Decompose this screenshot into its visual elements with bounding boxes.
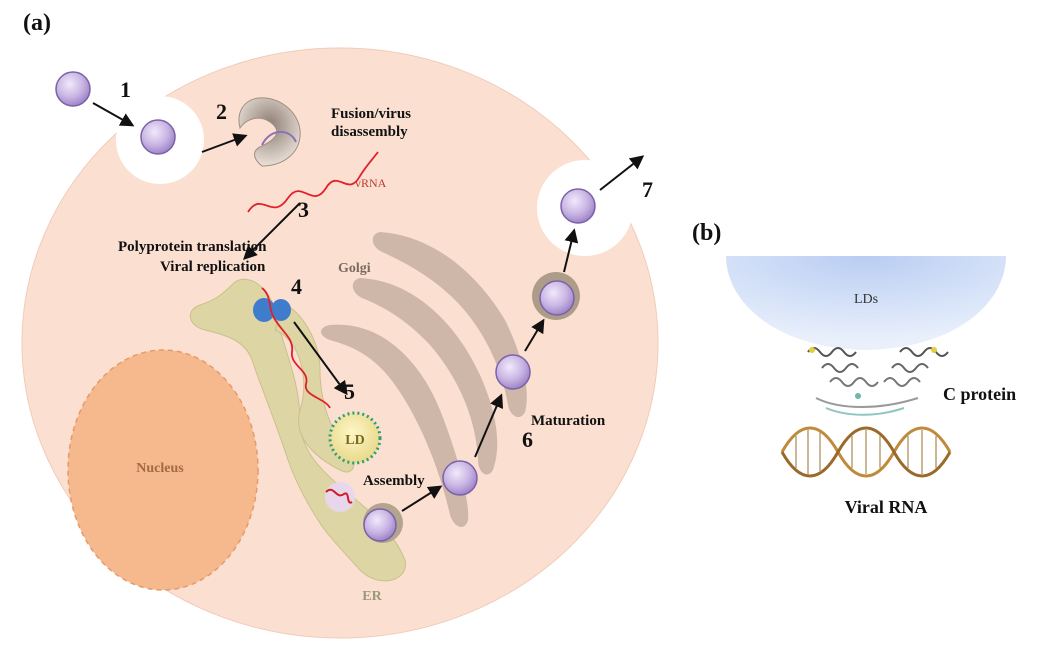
step-7: 7 [642, 177, 653, 202]
capsid-rna [325, 488, 353, 504]
ribosome-small [271, 299, 291, 321]
replication-label: Viral replication [160, 259, 266, 275]
lipid-droplet [328, 411, 382, 465]
golgi-label: Golgi [338, 261, 371, 276]
fusion-label-line2: disassembly [331, 124, 408, 140]
arrow-assembly [401, 485, 443, 512]
nucleus-label: Nucleus [136, 461, 184, 476]
fusion-membrane [261, 130, 297, 146]
virion-vesicle [539, 280, 575, 316]
step-2: 2 [216, 99, 227, 124]
fusion-label-line1: Fusion/virus [331, 106, 411, 122]
arrow-step2 [201, 133, 248, 153]
arrow-step7 [599, 155, 645, 191]
step-6: 6 [522, 427, 533, 452]
virion-assembly [442, 460, 478, 496]
translated-rna [261, 287, 331, 409]
golgi-cisterna-1 [321, 324, 469, 527]
golgi-cisterna-3 [372, 232, 527, 418]
step-5: 5 [344, 379, 355, 404]
assembly-label: Assembly [363, 473, 425, 489]
arrow-maturation-1 [474, 393, 504, 458]
arrow-step3 [243, 202, 301, 260]
arrow-secretion [563, 228, 579, 273]
step-3: 3 [298, 197, 309, 222]
vrna-strand [247, 151, 379, 213]
ld-label: LD [345, 433, 364, 448]
er-label: ER [362, 589, 382, 604]
arrow-maturation-2 [524, 318, 545, 352]
panel-b-label: (b) [692, 220, 721, 246]
virion-endosome [140, 119, 176, 155]
vrna-label: vRNA [355, 176, 387, 190]
viral-rna-label: Viral RNA [845, 497, 928, 517]
panel-a-label: (a) [23, 10, 51, 36]
ld-dome [726, 256, 1006, 350]
translation-label: Polyprotein translation [118, 239, 267, 255]
c-protein-structure [807, 347, 949, 416]
arrow-step4 [293, 321, 348, 396]
step-1: 1 [120, 77, 131, 102]
golgi-cisterna-2 [352, 278, 498, 475]
nucleocapsid [325, 482, 355, 512]
fusion-cup [238, 97, 301, 167]
virion-exit [560, 188, 596, 224]
nucleus [67, 349, 259, 591]
virion-maturation [495, 354, 531, 390]
virion-budding [363, 508, 397, 542]
maturation-label: Maturation [531, 413, 606, 429]
c-protein-label: C protein [943, 384, 1016, 404]
virion-outside [55, 71, 91, 107]
lds-label: LDs [854, 292, 878, 307]
viral-rna-helix [780, 426, 952, 478]
arrow-step1 [92, 102, 135, 127]
step-4: 4 [291, 274, 302, 299]
